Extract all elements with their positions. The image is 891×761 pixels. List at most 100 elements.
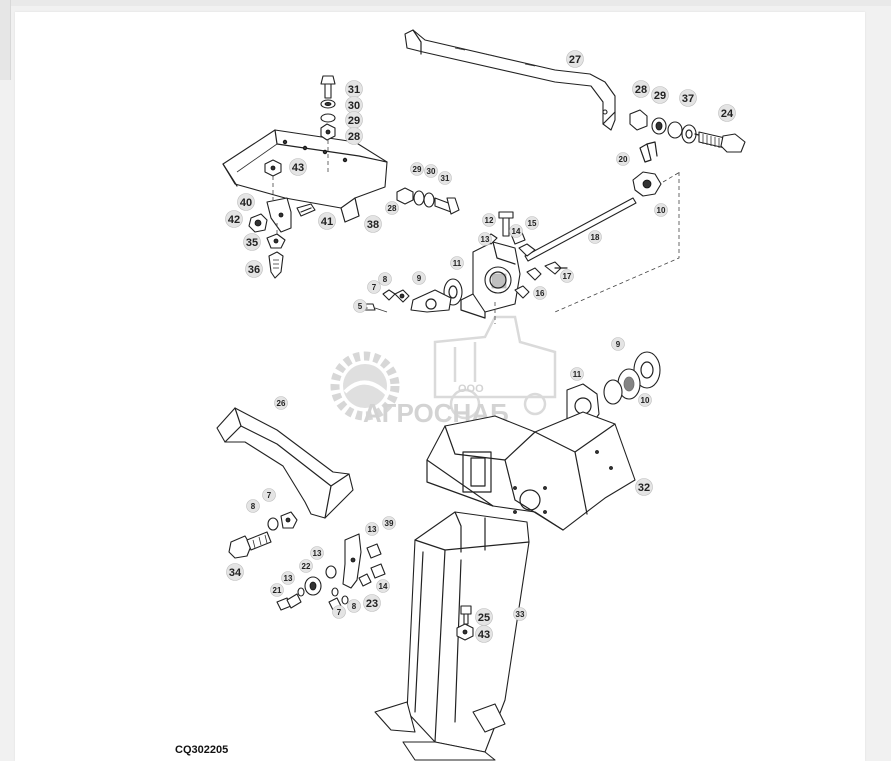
part-label-31: 31 [441,174,450,183]
part-label-29: 29 [413,165,422,174]
part-label-21: 21 [273,586,282,595]
part-33-tube [374,511,530,761]
right-fastener-stack [629,109,746,153]
part-label-35: 35 [246,237,258,249]
callout-bubble-28 [632,80,650,98]
part-label-39: 39 [385,519,394,528]
part-label-7: 7 [337,608,342,617]
callout-bubble-26 [274,396,288,410]
part-label-13: 13 [481,235,490,244]
part-label-15: 15 [528,219,537,228]
watermark-small-text: ООО [458,383,484,395]
callout-bubble-11 [570,367,584,381]
part-label-43: 43 [292,162,304,174]
part-label-42: 42 [228,214,240,226]
callout-bubble-10 [638,393,652,407]
part-label-11: 11 [453,259,462,268]
part-label-10: 10 [657,206,666,215]
lower-assembly [216,351,661,761]
part-label-28: 28 [388,204,397,213]
callout-bubble-16 [533,286,547,300]
part-label-37: 37 [682,93,694,105]
part-label-13: 13 [284,574,293,583]
callout-bubble-12 [482,213,496,227]
callout-bubble-28 [385,201,399,215]
part-9-disc-upper [354,278,463,313]
part-label-40: 40 [240,197,252,209]
figure-code: CQ302205 [175,744,228,756]
callout-bubble-18 [588,230,602,244]
part-label-24: 24 [721,108,734,120]
callout-bubble-30 [424,164,438,178]
part-label-27: 27 [569,54,581,66]
callout-bubble-23 [363,594,381,612]
part-label-30: 30 [348,100,360,112]
part-32-housing [426,411,636,531]
part-label-13: 13 [368,525,377,534]
exploded-parts-diagram: ООО АГРОСНАБ [175,29,746,761]
callout-bubble-13 [365,522,379,536]
part-label-7: 7 [267,491,272,500]
callout-bubble-21 [270,583,284,597]
callout-bubble-40 [237,193,255,211]
callout-bubble-31 [438,171,452,185]
part-label-12: 12 [485,216,494,225]
part-label-26: 26 [277,399,286,408]
left-panel-edge [0,0,11,80]
part-label-5: 5 [358,302,363,311]
part-label-23: 23 [366,598,378,610]
part-label-14: 14 [379,582,388,591]
callout-bubble-7 [367,280,381,294]
fastener-25-43 [456,605,474,641]
callout-bubble-10 [654,203,668,217]
part-label-16: 16 [536,289,545,298]
part-label-30: 30 [427,167,436,176]
callout-bubble-8 [378,272,392,286]
nut-43-upper [264,159,282,200]
part-label-43: 43 [478,629,490,641]
part-label-7: 7 [372,283,377,292]
part-label-9: 9 [417,274,422,283]
bolt-head-24 [720,133,746,153]
part-27-bracket [404,29,616,131]
part-20-10-clip [632,141,681,197]
part-label-20: 20 [619,155,628,164]
part-label-10: 10 [641,396,650,405]
part-label-9: 9 [616,340,621,349]
callout-bubble-8 [347,599,361,613]
fastener-34-8-7 [228,511,298,559]
callout-bubble-34 [226,563,244,581]
callout-bubble-42 [225,210,243,228]
nut-28 [629,109,648,131]
callout-bubble-35 [243,233,261,251]
left-fastener-group [248,197,316,279]
callout-bubble-13 [281,571,295,585]
callout-bubble-29 [410,162,424,176]
callout-bubble-43 [475,625,493,643]
part-label-13: 13 [313,549,322,558]
callout-bubble-24 [718,104,736,122]
callout-bubble-37 [679,89,697,107]
part-label-17: 17 [563,272,572,281]
combine-harvester-icon [433,315,557,420]
callout-bubble-7 [262,488,276,502]
part-label-28: 28 [348,131,360,143]
callout-bubble-27 [566,50,584,68]
callout-bubble-7 [332,605,346,619]
callout-bubble-38 [364,215,382,233]
part-label-8: 8 [383,275,388,284]
callout-bubble-14 [509,224,523,238]
callout-bubble-32 [635,478,653,496]
part-label-22: 22 [302,562,311,571]
callout-bubble-22 [299,559,313,573]
part-label-28: 28 [635,84,647,96]
callout-bubble-33 [513,607,527,621]
fastener-group-21-23 [276,533,386,611]
top-bolt-stack [320,75,336,172]
part-label-34: 34 [229,567,242,579]
watermark: ООО АГРОСНАБ [330,315,557,428]
callout-bubble-13 [310,546,324,560]
callout-bubble-9 [412,271,426,285]
part-label-29: 29 [654,90,666,102]
